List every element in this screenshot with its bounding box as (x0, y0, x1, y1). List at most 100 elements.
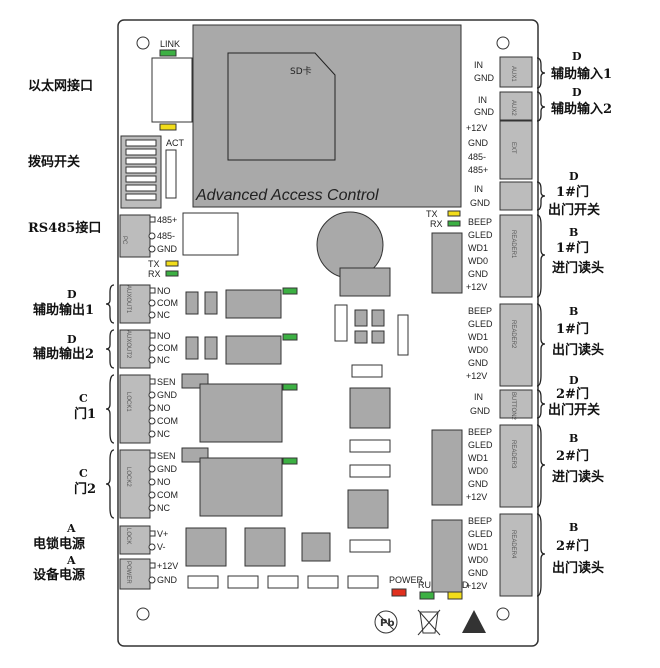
reader1-pin-2: GLED (468, 230, 493, 240)
reader2-pins: BEEP GLED WD1 WD0 GND +12V (466, 306, 493, 381)
rs485-pins: 485+ 485- GND (148, 215, 178, 254)
rs485-tag: PC (121, 236, 127, 245)
lock1-pin-1: SEN (157, 377, 176, 387)
reader3-pin-5: GND (468, 479, 489, 489)
reader2-pin-6: +12V (466, 371, 487, 381)
battery-holder (339, 267, 391, 297)
reader2-pin-5: GND (468, 358, 489, 368)
lock-power-letter: A (66, 522, 76, 535)
exit2-label-line1: 2#门 (556, 386, 589, 402)
act-label: ACT (166, 138, 185, 148)
link-led (159, 49, 177, 57)
weee-cross (417, 609, 441, 636)
reader4-label-line1: 2#门 (556, 538, 589, 554)
reader3-pin-6: +12V (466, 492, 487, 502)
reader3-label-line1: 2#门 (556, 448, 589, 464)
lock2-pin-5: NC (157, 503, 170, 513)
lock1-terminal-block (119, 374, 151, 444)
ethernet-port (151, 57, 193, 123)
reader3-pins: BEEP GLED WD1 WD0 GND +12V (466, 427, 493, 502)
door1-label: 门1 (74, 406, 96, 422)
auxout2-pin-3: NC (157, 355, 170, 365)
reader3-letter: B (569, 432, 578, 445)
center-chips (185, 309, 391, 567)
lock2-relay (181, 447, 283, 517)
ext-pin-3: 485- (468, 152, 486, 162)
reader4-tag: READER4 (510, 530, 516, 559)
reader2-letter: B (569, 305, 578, 318)
reader1-pin-4: WD0 (468, 256, 488, 266)
reader1-tag: READER1 (510, 230, 516, 259)
braces (105, 57, 546, 597)
reader2-pin-4: WD0 (468, 345, 488, 355)
reader3-pin-1: BEEP (468, 427, 492, 437)
mounting-hole-icon (496, 607, 510, 621)
rs485-label: RS485接口 (28, 220, 101, 236)
lock-power-pin-2: V- (157, 542, 166, 552)
aux-in2-label: 辅助输入2 (551, 101, 612, 117)
button2-tag: BUTTON2 (510, 392, 516, 421)
lock-power-pin-1: V+ (157, 529, 168, 539)
reader1-pin-6: +12V (466, 282, 487, 292)
run-label: RUN (418, 580, 438, 590)
sd-card-slot (227, 52, 336, 161)
card-led (447, 591, 463, 600)
reader-connectors (431, 232, 463, 593)
aux-out1-letter: D (67, 288, 77, 301)
aux2-pin-1: IN (478, 95, 487, 105)
power-label: POWER (389, 575, 424, 585)
auxout1-pin-2: COM (157, 298, 178, 308)
exit1-label-line2: 出门开关 (548, 202, 600, 218)
act-led (159, 123, 177, 131)
aux-in1-label: 辅助输入1 (551, 66, 612, 82)
tx-right-label: TX (426, 209, 438, 219)
auxout2-pin-1: NO (157, 331, 171, 341)
lock2-tag: LOCK2 (125, 467, 131, 487)
device-power-label: 设备电源 (33, 567, 85, 583)
button2-pin-2: GND (470, 406, 491, 416)
reader1-pin-3: WD1 (468, 243, 488, 253)
reader3-pin-2: GLED (468, 440, 493, 450)
device-power-pin-1: +12V (157, 561, 178, 571)
reader2-pin-1: BEEP (468, 306, 492, 316)
ext-pin-1: +12V (466, 123, 487, 133)
auxout2-pin-2: COM (157, 343, 178, 353)
dip-switch-levers (125, 139, 157, 201)
button1-pin-2: GND (470, 198, 491, 208)
lock-power-tag: LOCK (125, 528, 131, 544)
rs485-pin-1: 485+ (157, 215, 177, 225)
relay1-led (282, 287, 298, 295)
aux-in2-letter: D (572, 86, 582, 99)
reader4-pin-4: WD0 (468, 555, 488, 565)
aux-in1-letter: D (572, 50, 582, 63)
device-power-letter: A (66, 554, 76, 567)
aux-out2-label: 辅助输出2 (33, 346, 94, 362)
reader1-letter: B (569, 226, 578, 239)
right-terminal-blocks (499, 56, 533, 597)
reader3-tag: READER3 (510, 440, 516, 469)
ext-tag: EXT (510, 142, 516, 154)
reader4-pin-5: GND (468, 568, 489, 578)
lock1-tag: LOCK1 (125, 392, 131, 412)
reader1-pin-1: BEEP (468, 217, 492, 227)
bottom-components (187, 575, 379, 589)
dip-header (165, 149, 177, 199)
lock1-pin-3: NO (157, 403, 171, 413)
lock1-relay (181, 373, 283, 443)
lead-free-text: Pb (380, 618, 395, 629)
exit1-letter: D (569, 170, 579, 183)
ext-pin-2: GND (468, 138, 489, 148)
reader2-pin-3: WD1 (468, 332, 488, 342)
mounting-hole-icon (136, 607, 150, 621)
mounting-hole-icon (136, 36, 150, 50)
rs485-pin-2: 485- (157, 231, 175, 241)
lock1-pin-2: GND (157, 390, 178, 400)
relay2-led (282, 333, 298, 341)
lead-free-slash (377, 613, 395, 631)
rx-left-label: RX (148, 269, 161, 279)
rs485-terminal-block (119, 214, 151, 258)
tx-left-label: TX (148, 259, 160, 269)
exit2-letter: D (569, 374, 579, 387)
auxout1-pin-markers (148, 287, 156, 319)
device-power-pin-2: GND (157, 575, 178, 585)
